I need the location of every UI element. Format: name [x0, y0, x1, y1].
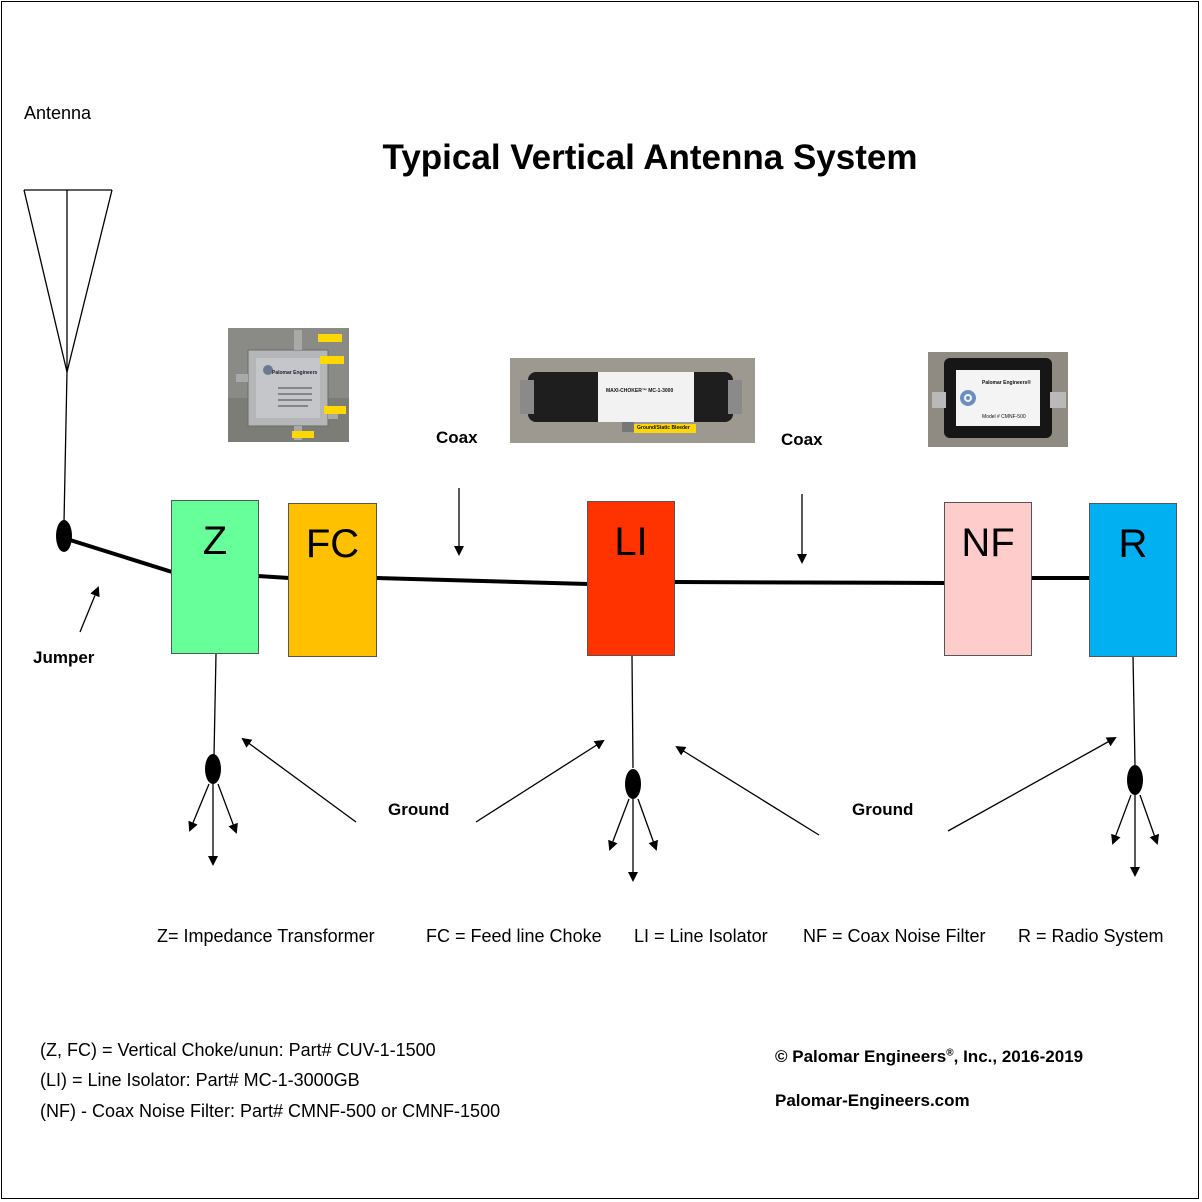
choke-photo-tag: Ground/Static Bleeder [637, 425, 690, 431]
choke-photo-art [510, 358, 755, 443]
diagram-title: Typical Vertical Antenna System [382, 138, 918, 177]
website-link[interactable]: Palomar-Engineers.com [775, 1091, 970, 1110]
box-label-r: R [1118, 522, 1148, 566]
ground-wire-li [631, 655, 634, 769]
copyright-suffix: , Inc., 2016-2019 [953, 1047, 1084, 1066]
unun-photo-art [228, 328, 349, 442]
ground-rod-r [1127, 765, 1143, 795]
coax-label-left: Coax [436, 428, 478, 447]
filter-photo-model: Model # CMNF-500 [982, 414, 1026, 420]
coax-noise-filter-box: NF [944, 502, 1032, 656]
ground-spikes-z [188, 783, 238, 866]
ground-spikes-r [1111, 794, 1160, 877]
ground-arrow-to-z [241, 737, 357, 823]
ground-label-left: Ground [388, 800, 450, 819]
legend-z: Z= Impedance Transformer [157, 926, 375, 946]
ground-rod-z [205, 754, 221, 784]
antenna-label: Antenna [24, 103, 92, 123]
filter-photo-brand: Palomar Engineers® [982, 380, 1031, 386]
choke-photo-label: MAXI-CHOKER™ MC-1-3000 [606, 388, 674, 394]
part-line-isolator: (LI) = Line Isolator: Part# MC-1-3000GB [40, 1070, 360, 1090]
ground-arrow-to-li-right [675, 745, 820, 836]
unun-product-photo: Palomar Engineers [228, 328, 349, 442]
legend-fc: FC = Feed line Choke [426, 926, 602, 946]
ground-wire-r [1132, 655, 1136, 766]
line-isolator-box: LI [587, 501, 675, 656]
registered-mark: ® [946, 1047, 954, 1059]
jumper-label: Jumper [33, 648, 95, 667]
unun-photo-brand: Palomar Engineers [272, 370, 318, 376]
noise-filter-product-photo: Palomar Engineers® Model # CMNF-500 [928, 352, 1068, 447]
impedance-transformer-box: Z [171, 500, 259, 654]
box-label-fc: FC [305, 522, 360, 566]
copyright-notice: © Palomar Engineers®, Inc., 2016-2019 [775, 1047, 1083, 1067]
copyright-prefix: © Palomar Engineers [775, 1047, 947, 1066]
ground-arrow-to-r [947, 737, 1117, 832]
ground-wire-z [213, 653, 217, 757]
ground-label-right: Ground [852, 800, 914, 819]
legend-r: R = Radio System [1018, 926, 1164, 946]
ground-arrow-to-li-left [475, 739, 605, 823]
part-noise-filter: (NF) - Coax Noise Filter: Part# CMNF-500… [40, 1101, 501, 1121]
ground-spikes-li [608, 798, 658, 882]
box-label-li: LI [614, 520, 648, 564]
line-isolator-product-photo: MAXI-CHOKER™ MC-1-3000 Ground/Static Ble… [510, 358, 755, 443]
box-label-nf: NF [961, 521, 1015, 565]
antenna-symbol [23, 189, 113, 523]
filter-photo-art [928, 352, 1068, 447]
legend-nf: NF = Coax Noise Filter [803, 926, 986, 946]
part-vertical-choke: (Z, FC) = Vertical Choke/unun: Part# CUV… [40, 1040, 436, 1060]
ground-rod-li [625, 769, 641, 799]
feed-line-choke-box: FC [288, 503, 377, 657]
radio-system-box: R [1089, 503, 1177, 657]
coax-label-right: Coax [781, 430, 823, 449]
box-label-z: Z [202, 519, 228, 563]
legend-li: LI = Line Isolator [634, 926, 768, 946]
antenna-feedpoint [56, 520, 72, 552]
coax-line [69, 538, 1090, 586]
jumper-arrow [79, 586, 100, 633]
